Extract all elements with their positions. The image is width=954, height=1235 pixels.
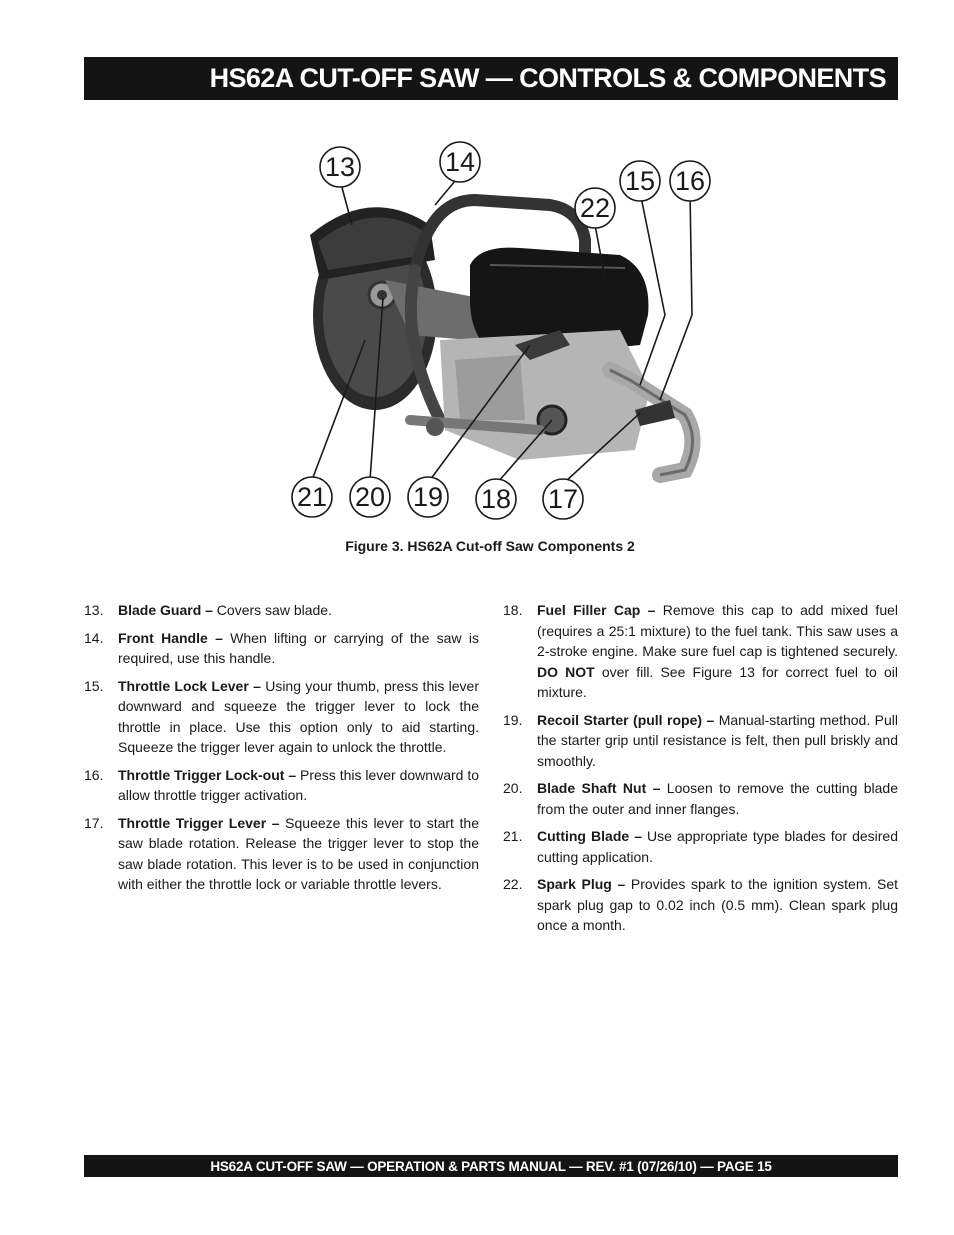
saw-illustration: 13 14 15 16 22 21 20 19 <box>291 141 711 520</box>
left-component-list: 13. Blade Guard – Covers saw blade. 14. … <box>84 600 479 902</box>
item-number: 20. <box>503 780 523 796</box>
list-item: 15. Throttle Lock Lever – Using your thu… <box>84 676 479 758</box>
item-description: Covers saw blade. <box>212 602 332 618</box>
item-term: Spark Plug – <box>537 876 626 892</box>
svg-text:15: 15 <box>625 166 655 196</box>
callout-17: 17 <box>542 478 584 520</box>
svg-text:21: 21 <box>297 482 327 512</box>
list-item: 20. Blade Shaft Nut – Loosen to remove t… <box>503 778 898 819</box>
svg-text:14: 14 <box>445 147 475 177</box>
item-description: Using your thumb, press this lever downw… <box>118 677 480 756</box>
list-item: 13. Blade Guard – Covers saw blade. <box>84 600 479 621</box>
item-number: 15. <box>84 677 104 694</box>
item-term: Throttle Lock Lever – <box>118 677 261 694</box>
page-footer: HS62A CUT-OFF SAW — OPERATION & PARTS MA… <box>84 1155 898 1177</box>
item-term: Cutting Blade – <box>537 828 642 844</box>
callout-18: 18 <box>475 478 517 520</box>
callout-15: 15 <box>619 160 661 202</box>
svg-text:13: 13 <box>325 152 355 182</box>
item-description: Loosen to remove the cutting blade from … <box>537 780 898 817</box>
list-item: 18. Fuel Filler Cap – Remove this cap to… <box>503 600 898 703</box>
item-description: Use appropriate type blades for desired … <box>537 828 898 865</box>
item-description: Squeeze this lever to start the saw blad… <box>118 814 479 893</box>
item-number: 18. <box>503 602 523 618</box>
item-description: Press this lever downward to allow throt… <box>118 766 479 804</box>
svg-text:17: 17 <box>548 484 578 514</box>
svg-text:20: 20 <box>355 482 385 512</box>
callout-16: 16 <box>669 160 711 202</box>
list-item: 16. Throttle Trigger Lock-out – Press th… <box>84 765 479 806</box>
callout-19: 19 <box>407 476 449 518</box>
page-header: HS62A CUT-OFF SAW — CONTROLS & COMPONENT… <box>84 57 898 100</box>
right-component-list: 18. Fuel Filler Cap – Remove this cap to… <box>503 600 898 943</box>
item-number: 19. <box>503 711 523 728</box>
item-term: Blade Shaft Nut – <box>537 780 661 796</box>
figure-caption: Figure 3. HS62A Cut-off Saw Components 2 <box>345 538 635 554</box>
list-item: 19. Recoil Starter (pull rope) – Manual-… <box>503 710 898 772</box>
callout-20: 20 <box>349 476 391 518</box>
item-number: 14. <box>84 629 104 646</box>
footer-text: HS62A CUT-OFF SAW — OPERATION & PARTS MA… <box>210 1158 772 1174</box>
item-term: Throttle Trigger Lever – <box>118 814 280 831</box>
page-title: HS62A CUT-OFF SAW — CONTROLS & COMPONENT… <box>209 63 887 93</box>
item-description: Manual-starting method. Pull the starter… <box>537 711 898 769</box>
svg-text:22: 22 <box>580 193 610 223</box>
saw-drawing <box>310 193 701 483</box>
saw-figure: 13 14 15 16 22 21 20 19 <box>290 130 730 525</box>
list-item: 22. Spark Plug – Provides spark to the i… <box>503 874 898 936</box>
item-description: Remove this cap to add mixed fuel (requi… <box>537 602 899 659</box>
item-description-continued: over fill. See Figure 13 for correct fue… <box>537 663 898 701</box>
item-number: 21. <box>503 828 523 844</box>
svg-text:18: 18 <box>481 484 511 514</box>
item-term: Front Handle – <box>118 629 223 646</box>
svg-text:19: 19 <box>413 482 443 512</box>
item-number: 17. <box>84 814 104 831</box>
item-number: 22. <box>503 876 523 892</box>
callout-13: 13 <box>319 146 361 188</box>
callout-21: 21 <box>291 476 333 518</box>
callout-14: 14 <box>439 141 481 183</box>
list-item: 21. Cutting Blade – Use appropriate type… <box>503 826 898 867</box>
callout-22: 22 <box>574 187 616 229</box>
item-term: Throttle Trigger Lock-out – <box>118 766 297 783</box>
item-description: When lifting or carrying of the saw is r… <box>118 629 479 667</box>
item-description: Provides spark to the ignition system. S… <box>537 876 898 933</box>
item-term: Recoil Starter (pull rope) – <box>537 711 715 728</box>
item-term: Fuel Filler Cap – <box>537 602 656 618</box>
list-item: 17. Throttle Trigger Lever – Squeeze thi… <box>84 813 479 895</box>
list-item: 14. Front Handle – When lifting or carry… <box>84 628 479 669</box>
item-warning: DO NOT <box>537 663 595 680</box>
item-number: 16. <box>84 766 104 783</box>
item-number: 13. <box>84 602 104 618</box>
svg-text:16: 16 <box>675 166 705 196</box>
leader-lines <box>311 174 693 483</box>
item-term: Blade Guard – <box>118 602 213 618</box>
